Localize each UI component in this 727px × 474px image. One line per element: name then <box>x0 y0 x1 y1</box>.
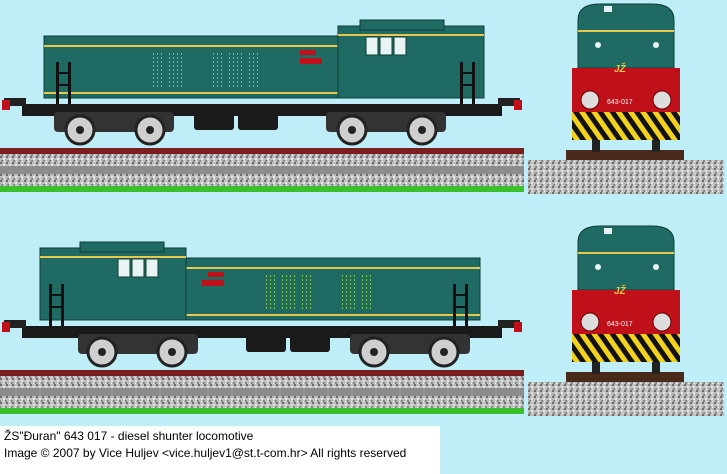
logo-bottom: JŽ <box>614 284 627 297</box>
number-plate-top: 643-017 <box>607 99 633 106</box>
number-plate-bottom: 643-017 <box>607 321 633 328</box>
caption-box: ŽS"Đuran" 643 017 - diesel shunter locom… <box>0 426 440 474</box>
caption-title: ŽS"Đuran" 643 017 - diesel shunter locom… <box>4 429 254 443</box>
locomotive-side-view-bottom <box>0 240 526 416</box>
locomotive-side-view-top <box>0 18 526 194</box>
caption-copyright: Image © 2007 by Vice Huljev <vice.huljev… <box>4 446 407 460</box>
logo-top: JŽ <box>614 62 627 75</box>
